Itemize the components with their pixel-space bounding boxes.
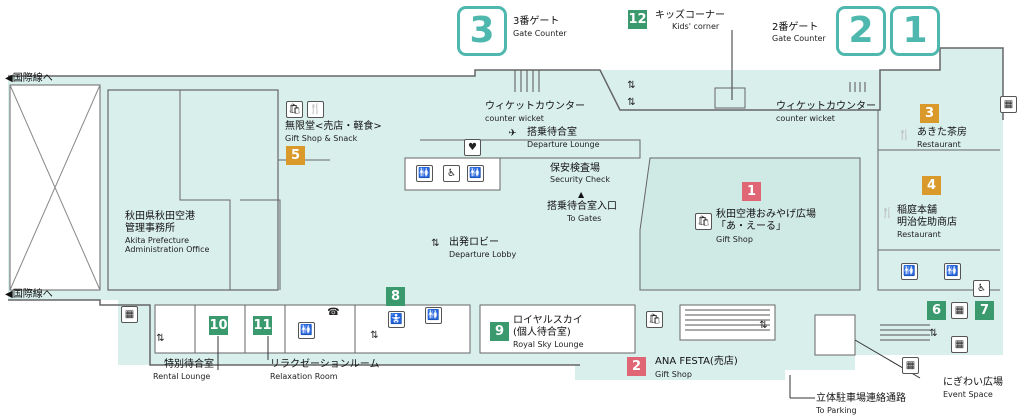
akita-chabo-label: あきた茶房 (917, 127, 967, 138)
plane-icon: ✈ (508, 128, 517, 139)
toilet-icon: 🚻 (298, 322, 315, 339)
akita-chabo-label-en: Restaurant (917, 140, 961, 149)
phone-icon: ☎ (327, 307, 340, 318)
wicket-left-label-en: counter wicket (485, 114, 544, 123)
gate-3-sign: 3 (457, 6, 507, 56)
security-label: 保安検査場 (550, 163, 600, 174)
badge-8: 8 (386, 287, 405, 306)
escalator-icon: ⇅ (759, 320, 768, 331)
inaniwa-label-en: Restaurant (897, 230, 941, 239)
ana-festa-label-en: Gift Shop (655, 370, 692, 379)
parking-label-en[interactable]: To Parking (816, 406, 857, 415)
elevator-icon: ▦ (1000, 96, 1017, 113)
accessible-icon: ♿ (973, 280, 990, 297)
ana-festa-label: ANA FESTA(売店) (655, 356, 738, 367)
elevator-icon: ▦ (951, 302, 968, 319)
event-space-label-en: Event Space (943, 390, 993, 399)
inaniwa-label-2: 明治佐助商店 (897, 217, 957, 228)
rental-lounge-label: 特別待合室 (164, 359, 214, 370)
badge-4: 4 (922, 176, 941, 195)
gift-shop-1-label-en: Gift Shop (716, 235, 753, 244)
event-space-label: にぎわい広場 (943, 377, 1003, 388)
shop-icon: 🛍 (695, 213, 712, 230)
badge-6: 6 (927, 301, 946, 320)
aed-icon: ♥ (464, 139, 481, 156)
restaurant-icon: 🍴 (898, 130, 911, 141)
security-label-en: Security Check (550, 175, 611, 184)
toilet-icon: 🚻 (467, 165, 484, 182)
escalator-icon: ⇅ (156, 333, 165, 344)
gate-2-sign: 2 (836, 6, 886, 56)
intl-route-top[interactable]: ◀国際線へ (5, 73, 53, 84)
gate-3-label-en: Gate Counter (513, 29, 567, 38)
gate-2-label: 2番ゲート (772, 22, 819, 33)
badge-7: 7 (975, 301, 994, 320)
badge-11: 11 (253, 316, 272, 335)
departure-lobby-label: 出発ロビー (449, 237, 499, 248)
relaxation-label: リラクゼーションルーム (270, 359, 380, 370)
gate-1-sign: 1 (890, 6, 940, 56)
gift-shop-1-label-2: 「あ・えーる」 (716, 221, 786, 232)
office-label-en-2: Administration Office (125, 245, 210, 254)
nursing-icon: 🚼 (388, 311, 405, 328)
wicket-right-label: ウィケットカウンター (776, 101, 876, 112)
intl-route-bottom[interactable]: ◀国際線へ (5, 289, 53, 300)
escalator-icon: ⇅ (929, 328, 938, 339)
inaniwa-label: 稲庭本舗 (897, 205, 937, 216)
elevator-icon: ▦ (121, 306, 138, 323)
gate-arrow-icon: ▲ (578, 190, 585, 199)
accessible-icon: ♿ (443, 165, 460, 182)
badge-1: 1 (742, 182, 761, 201)
relaxation-label-en: Relaxation Room (270, 372, 338, 381)
mugen-label: 無限堂<売店・軽食> (285, 121, 382, 132)
office-label-en-1: Akita Prefecture (125, 236, 190, 245)
badge-10: 10 (209, 316, 228, 335)
escalator-icon: ⇅ (370, 330, 379, 341)
gate-2-label-en: Gate Counter (772, 34, 826, 43)
toilet-icon: 🚻 (901, 263, 918, 280)
escalator-icon: ⇅ (627, 80, 636, 91)
mugen-label-en: Gift Shop & Snack (285, 134, 358, 143)
escalator-icon: ⇅ (627, 97, 636, 108)
escalator-icon: ⇅ (431, 238, 440, 249)
toilet-icon: 🚻 (416, 165, 433, 182)
badge-3: 3 (920, 104, 939, 123)
office-label-2: 管理事務所 (125, 223, 175, 234)
badge-12: 12 (628, 10, 647, 29)
restaurant-icon: 🍴 (881, 208, 894, 219)
restaurant-icon: 🍴 (307, 101, 324, 118)
kids-corner-label-en: Kids' corner (672, 22, 720, 31)
shop-icon: 🛍 (286, 101, 303, 118)
to-gates-label[interactable]: 搭乗待合室入口 (547, 201, 617, 212)
elevator-icon: ▦ (951, 336, 968, 353)
shop-icon: 🛍 (646, 311, 663, 328)
gift-shop-1-label: 秋田空港おみやげ広場 (716, 209, 816, 220)
toilet-icon: 🚻 (944, 263, 961, 280)
royal-sky-label: ロイヤルスカイ (513, 315, 583, 326)
wicket-right-label-en: counter wicket (776, 114, 835, 123)
badge-9: 9 (490, 322, 509, 341)
badge-2: 2 (627, 357, 646, 376)
office-label-1: 秋田県秋田空港 (125, 211, 195, 222)
parking-label[interactable]: 立体駐車場連絡通路 (816, 393, 906, 404)
floor-area (8, 48, 1003, 380)
wicket-left-label: ウィケットカウンター (485, 101, 585, 112)
elevator-icon: ▦ (902, 357, 919, 374)
royal-sky-label-en: Royal Sky Lounge (513, 340, 584, 349)
departure-lounge-label-en: Departure Lounge (527, 140, 600, 149)
badge-5: 5 (286, 146, 305, 165)
rental-lounge-label-en: Rental Lounge (153, 372, 211, 381)
kids-corner-label: キッズコーナー (655, 10, 725, 21)
to-gates-label-en[interactable]: To Gates (567, 214, 602, 223)
toilet-icon: 🚻 (425, 307, 442, 324)
departure-lobby-label-en: Departure Lobby (449, 250, 517, 259)
office-block (107, 89, 279, 291)
departure-lounge-label: 搭乗待合室 (527, 127, 577, 138)
gate-3-label: 3番ゲート (513, 16, 560, 27)
royal-sky-label-2: (個人待合室) (513, 327, 571, 338)
